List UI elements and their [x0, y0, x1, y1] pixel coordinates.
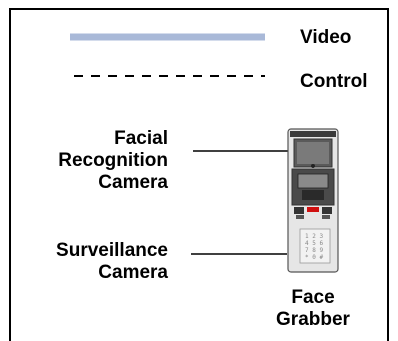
face-grabber-line-1: Face	[291, 287, 335, 308]
face-grabber-device-icon: 1 2 3 4 5 6 7 8 9 * 0 #	[287, 128, 339, 273]
keypad-row-4: * 0 #	[305, 254, 323, 261]
legend-video-label: Video	[300, 27, 352, 48]
facial-recognition-line-3: Camera	[98, 172, 168, 193]
face-grabber-line-2: Grabber	[276, 309, 350, 330]
legend-control-label: Control	[300, 71, 368, 92]
surveillance-camera-label: Surveillance Camera	[56, 240, 168, 284]
keypad-row-1: 1 2 3	[305, 233, 323, 240]
diagram-frame	[9, 8, 389, 341]
surveillance-line-2: Camera	[98, 262, 168, 283]
face-grabber-caption: Face Grabber	[273, 287, 353, 331]
keypad-row-2: 4 5 6	[305, 240, 323, 247]
keypad-row-3: 7 8 9	[305, 247, 323, 254]
facial-recognition-label: Facial Recognition Camera	[58, 128, 168, 194]
facial-recognition-line-2: Recognition	[58, 150, 168, 171]
facial-recognition-line-1: Facial	[114, 128, 168, 149]
surveillance-line-1: Surveillance	[56, 240, 168, 261]
